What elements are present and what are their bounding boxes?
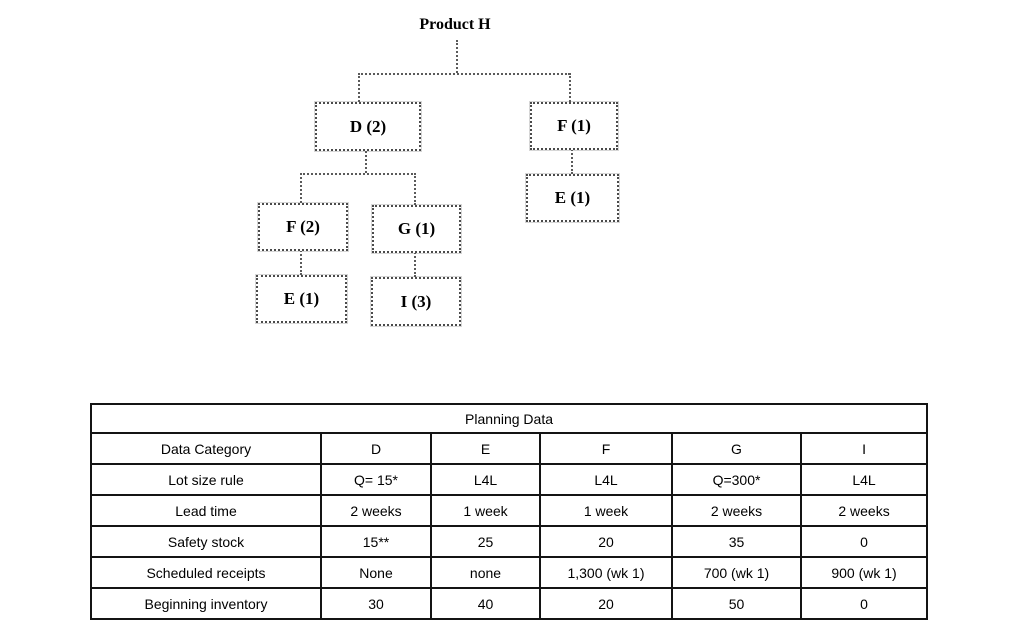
table-cell: None [320,556,432,589]
row-label: Scheduled receipts [90,556,322,589]
bom-node-f-under-d: F (2) [258,203,348,251]
table-row-beginning-inventory: Beginning inventory 30 40 20 50 0 [90,587,929,620]
col-header-d: D [320,432,432,465]
table-title-row: Planning Data [89,403,929,434]
table-cell: 15** [320,525,432,558]
connector-drop-to-g [414,173,416,205]
table-cell: 2 weeks [320,494,432,527]
table-cell: 0 [799,587,929,620]
row-label: Lot size rule [90,463,322,496]
connector-d-children-hbar [300,173,416,175]
tree-title: Product H [419,16,491,33]
connector-drop-to-f1 [569,73,571,102]
row-label: Safety stock [90,525,322,558]
table-cell: 1,300 (wk 1) [539,556,673,589]
col-header-data-category: Data Category [90,432,322,465]
row-label: Beginning inventory [90,587,322,620]
table-cell: 900 (wk 1) [799,556,929,589]
table-cell: 30 [320,587,432,620]
bom-node-f-top: F (1) [530,102,618,150]
col-header-e: E [430,432,541,465]
table-cell: Q= 15* [320,463,432,496]
bom-node-e-under-f1: E (1) [526,174,619,222]
table-cell: L4L [799,463,929,496]
table-cell: 2 weeks [799,494,929,527]
table-row-lead-time: Lead time 2 weeks 1 week 1 week 2 weeks … [90,494,929,527]
connector-root-stem [456,40,458,73]
table-cell: 50 [671,587,802,620]
table-cell: 700 (wk 1) [671,556,802,589]
connector-f1-to-e [571,146,573,174]
table-header-row: Data Category D E F G I [90,432,929,465]
table-title: Planning Data [89,403,929,434]
connector-d-stem [365,147,367,173]
table-cell: 35 [671,525,802,558]
table-cell: L4L [430,463,541,496]
table-cell: 1 week [430,494,541,527]
connector-f2-to-e [300,247,302,275]
table-row-safety-stock: Safety stock 15** 25 20 35 0 [90,525,929,558]
table-row-scheduled-receipts: Scheduled receipts None none 1,300 (wk 1… [90,556,929,589]
table-cell: 1 week [539,494,673,527]
table-cell: L4L [539,463,673,496]
table-cell: 25 [430,525,541,558]
table-cell: Q=300* [671,463,802,496]
table-cell: 40 [430,587,541,620]
connector-g-to-i [414,249,416,277]
table-cell: 2 weeks [671,494,802,527]
col-header-g: G [671,432,802,465]
col-header-i: I [799,432,929,465]
table-cell: 20 [539,525,673,558]
connector-drop-to-f2 [300,173,302,203]
bom-node-e-under-f2: E (1) [256,275,347,323]
bom-node-i: I (3) [371,277,461,326]
bom-node-d: D (2) [315,102,421,151]
table-cell: 0 [799,525,929,558]
connector-level1-hbar [358,73,570,75]
table-cell: none [430,556,541,589]
table-row-lot-size-rule: Lot size rule Q= 15* L4L L4L Q=300* L4L [90,463,929,496]
table-cell: 20 [539,587,673,620]
bom-node-g: G (1) [372,205,461,253]
connector-drop-to-d [358,73,360,102]
row-label: Lead time [90,494,322,527]
planning-data-table: Planning Data Data Category D E F G I Lo… [89,403,929,620]
col-header-f: F [539,432,673,465]
